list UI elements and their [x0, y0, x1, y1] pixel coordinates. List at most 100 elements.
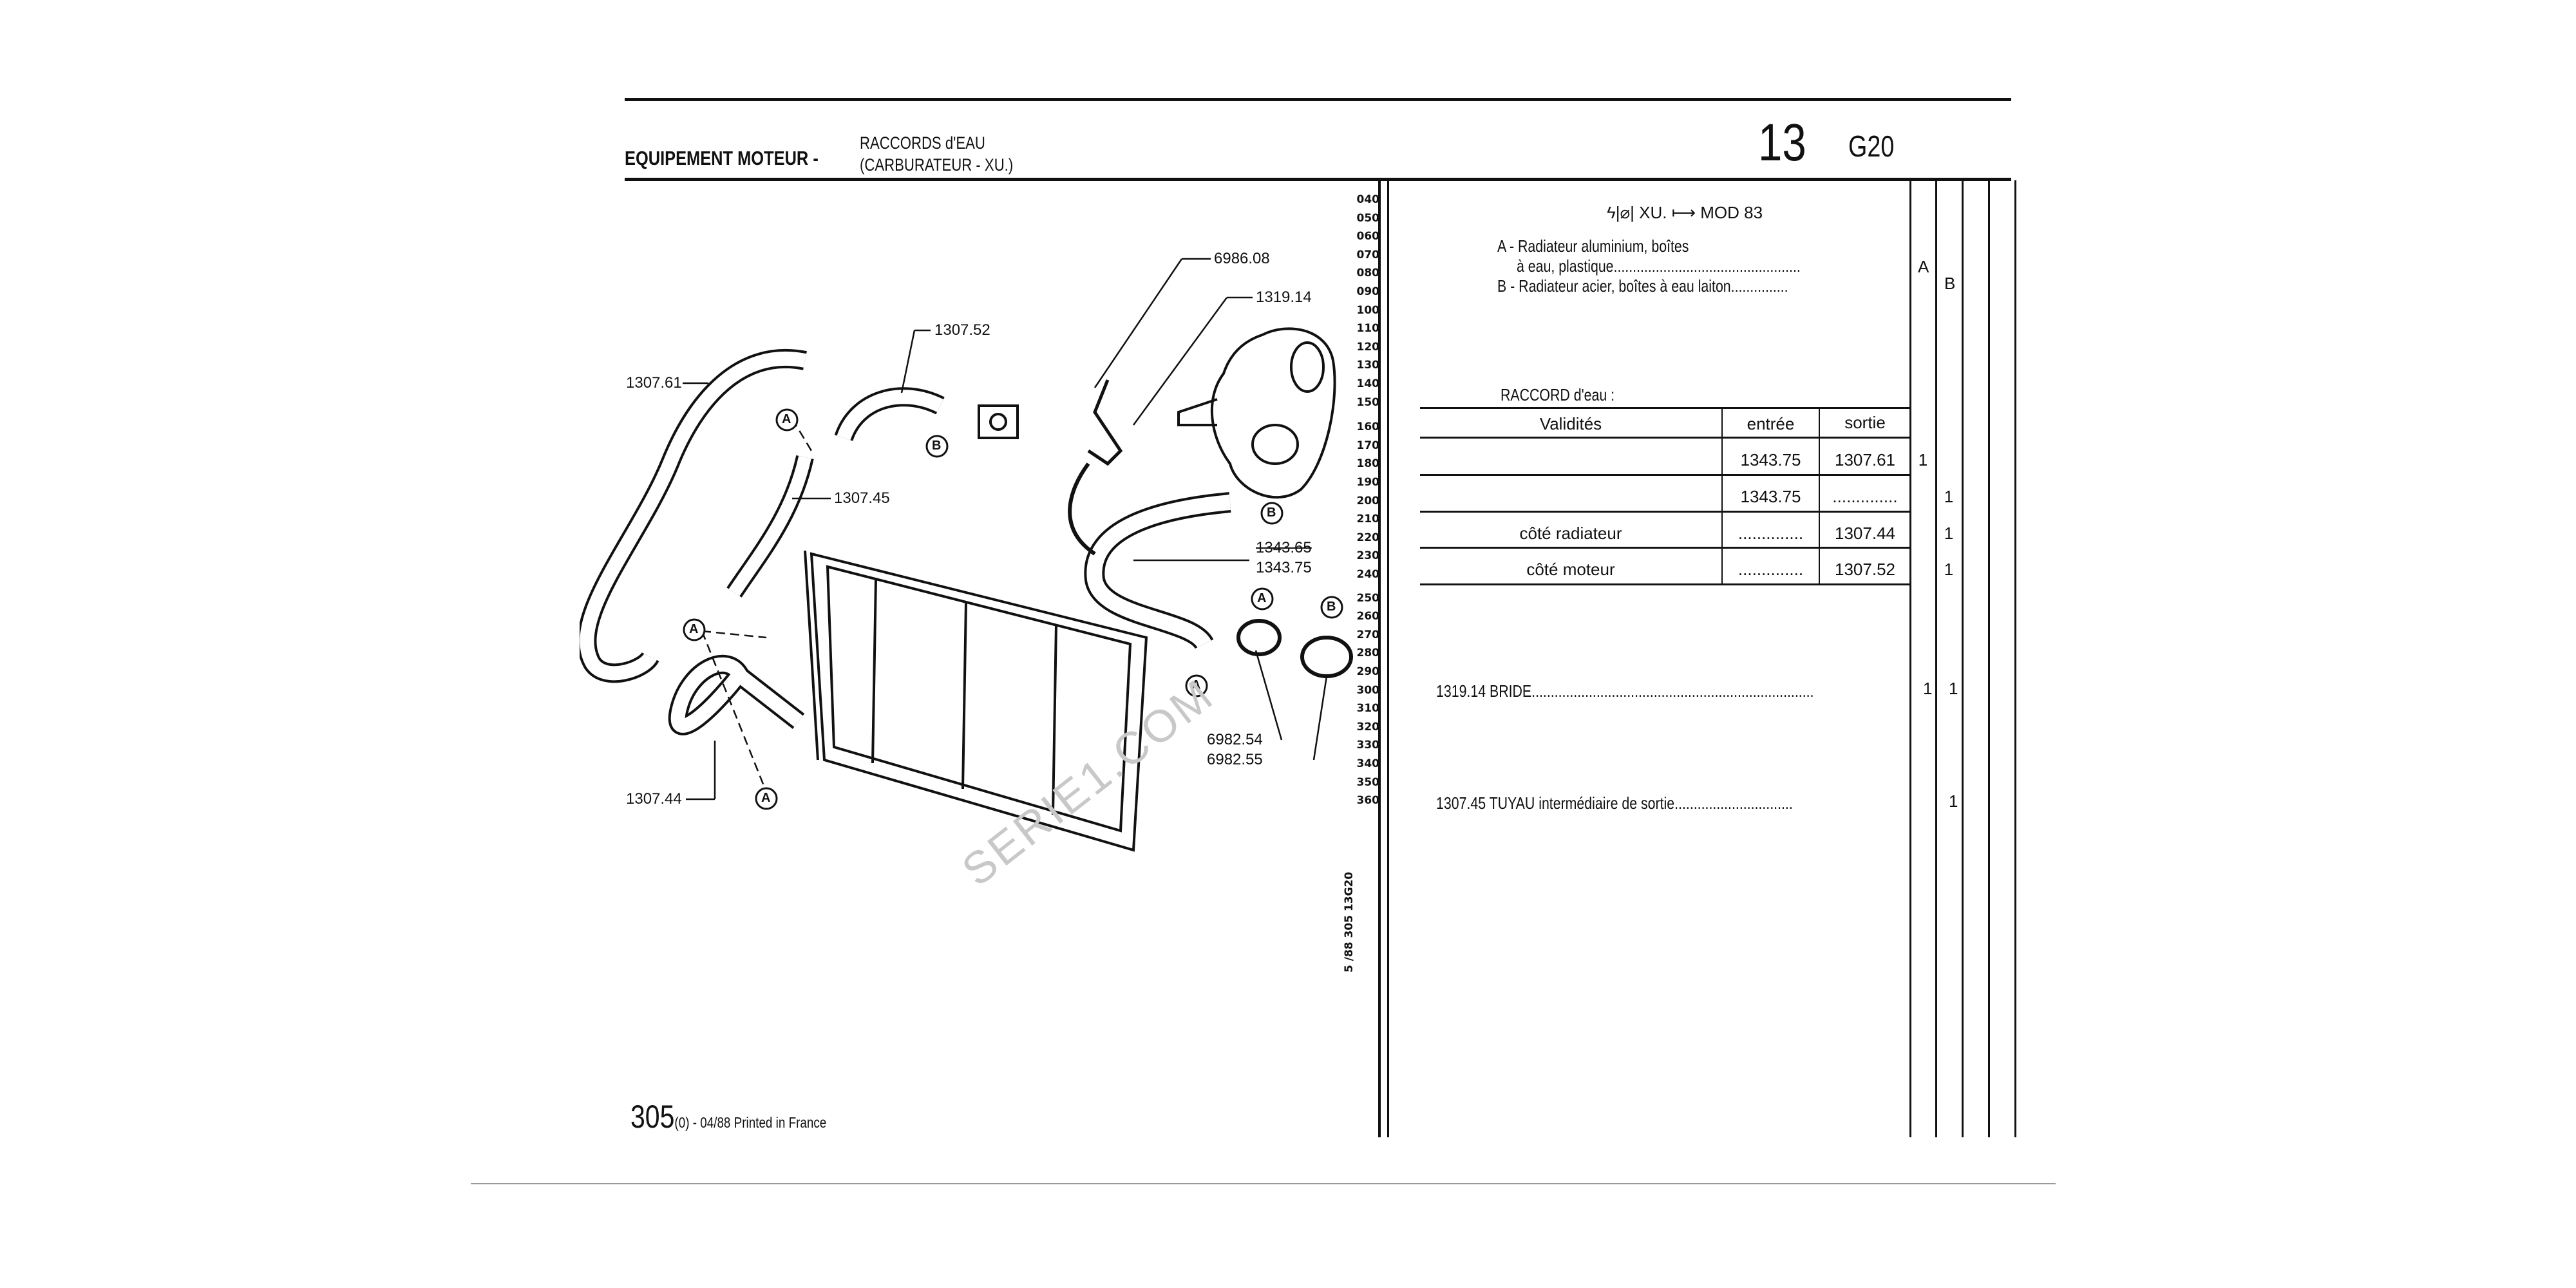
line-number: 210	[1356, 513, 1380, 526]
row-sortie: ..............	[1832, 487, 1898, 506]
footer-page: 305	[630, 1099, 675, 1135]
line-number: 130	[1356, 359, 1380, 372]
marker-a: A	[761, 791, 771, 805]
line-number: 250	[1356, 591, 1380, 605]
callout-1343-75: 1343.75	[1256, 559, 1312, 576]
row-validite: côté moteur	[1526, 560, 1615, 579]
line-number: 260	[1356, 610, 1380, 623]
arrow-from-icon: ⟼	[1671, 203, 1696, 222]
applicability-line: ϟ|⌀| XU. ⟼ MOD 83	[1607, 203, 1763, 222]
row-qty-b: 1	[1944, 560, 1954, 579]
qty-column-line	[2014, 180, 2016, 1137]
bottom-rule	[471, 1183, 2056, 1184]
header-sortie: sortie	[1844, 413, 1886, 432]
marker-b: B	[1327, 600, 1336, 614]
row-qty-b: 1	[1944, 487, 1954, 506]
callout-1343-65-superseded: 1343.65	[1256, 539, 1312, 556]
line-number: 300	[1356, 683, 1380, 697]
line-number: 280	[1356, 647, 1380, 660]
divider-line	[1387, 180, 1389, 1137]
part-qty-a: 1	[1923, 679, 1933, 698]
footer-text: (0) - 04/88 Printed in France	[674, 1114, 827, 1131]
part-line-1319-14: 1319.14 BRIDE...........................…	[1436, 681, 1814, 701]
line-number: 330	[1356, 739, 1380, 752]
clamp-6982-54	[1236, 619, 1282, 656]
line-number: 340	[1356, 757, 1380, 770]
line-number: 110	[1356, 322, 1380, 336]
row-qty-a: 1	[1918, 450, 1928, 469]
callout-1307-44: 1307.44	[626, 790, 682, 808]
line-number: 310	[1356, 702, 1380, 715]
line-number: 350	[1356, 775, 1380, 789]
marker-a: A	[1191, 678, 1201, 692]
top-rule	[625, 98, 2011, 101]
bracket-6986-08	[1087, 379, 1123, 466]
part-qty-b: 1	[1949, 791, 1958, 811]
marker-b: B	[1267, 506, 1276, 520]
section-title: EQUIPEMENT MOTEUR -	[625, 147, 819, 169]
radiator-drawing	[804, 550, 1148, 852]
row-entree: ..............	[1738, 524, 1804, 543]
marker-a: A	[689, 622, 699, 636]
line-number: 290	[1356, 665, 1380, 678]
option-a-line-1: A - Radiateur aluminium, boîtes	[1497, 236, 1689, 256]
header-rule	[625, 178, 2011, 181]
model-label: MOD 83	[1700, 203, 1763, 222]
line-number: 060	[1356, 230, 1380, 243]
row-sortie: 1307.44	[1835, 524, 1895, 543]
row-sortie: 1307.61	[1835, 450, 1895, 469]
group-code: G20	[1848, 129, 1895, 163]
line-number: 050	[1356, 211, 1380, 225]
qty-column-line	[1935, 180, 1937, 1137]
subtitle-line-1: RACCORDS d'EAU	[860, 133, 985, 153]
line-number: 200	[1356, 494, 1380, 507]
water-outlet-housing	[1177, 327, 1336, 499]
callout-1307-52: 1307.52	[934, 321, 990, 339]
part-line-1307-45: 1307.45 TUYAU intermédiaire de sortie...…	[1436, 793, 1793, 813]
marker-a: A	[782, 412, 791, 426]
group-number: 13	[1758, 113, 1806, 172]
row-qty-b: 1	[1944, 524, 1954, 543]
column-b-label: B	[1944, 274, 1956, 293]
callout-6986-08: 6986.08	[1214, 250, 1270, 267]
marker-a: A	[1257, 591, 1267, 605]
option-b: B - Radiateur acier, boîtes à eau laiton…	[1497, 276, 1788, 296]
line-number: 170	[1356, 439, 1380, 452]
line-number: 270	[1356, 628, 1380, 641]
line-number: 230	[1356, 549, 1380, 563]
line-number: 240	[1356, 568, 1380, 581]
callout-1319-14: 1319.14	[1256, 289, 1312, 306]
row-entree: ..............	[1738, 560, 1804, 579]
line-number: 320	[1356, 720, 1380, 734]
line-number: 080	[1356, 267, 1380, 280]
header-validites: Validités	[1539, 414, 1602, 433]
part-qty-b: 1	[1949, 679, 1958, 698]
qty-column-line	[1909, 180, 1911, 1137]
divider-line	[1378, 180, 1381, 1137]
header-entree: entrée	[1747, 414, 1795, 433]
row-entree: 1343.75	[1740, 487, 1801, 506]
line-number: 180	[1356, 457, 1380, 471]
callout-1307-61: 1307.61	[626, 374, 682, 392]
row-sortie: 1307.52	[1835, 560, 1895, 579]
column-a-label: A	[1918, 257, 1929, 276]
row-validite: côté radiateur	[1519, 524, 1622, 543]
connector	[978, 404, 1019, 439]
line-number: 120	[1356, 340, 1380, 354]
callout-6982-55: 6982.55	[1207, 751, 1263, 768]
footer: 305(0) - 04/88 Printed in France	[630, 1098, 826, 1135]
line-number: 190	[1356, 476, 1380, 489]
option-a-line-2: à eau, plastique........................…	[1517, 256, 1801, 276]
line-number: 040	[1356, 193, 1380, 206]
line-number: 220	[1356, 531, 1380, 544]
exploded-diagram	[580, 258, 1353, 852]
row-entree: 1343.75	[1740, 450, 1801, 469]
line-number: 070	[1356, 248, 1380, 261]
line-number: 090	[1356, 285, 1380, 298]
callout-1307-45: 1307.45	[834, 489, 890, 507]
line-number: 150	[1356, 395, 1380, 409]
line-number: 160	[1356, 421, 1380, 434]
qty-column-line	[1962, 180, 1964, 1137]
marker-b: B	[932, 439, 942, 453]
subtitle-line-2: (CARBURATEUR - XU.)	[860, 155, 1014, 175]
